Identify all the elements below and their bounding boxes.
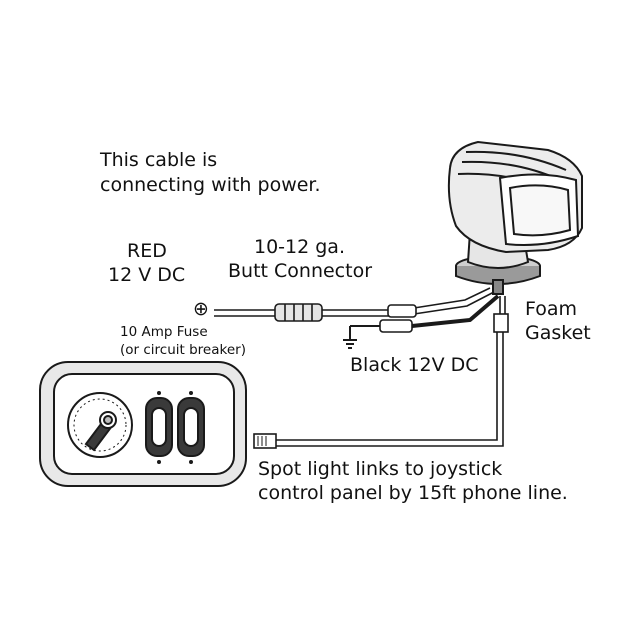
red-label-line-2: 12 V DC bbox=[108, 264, 186, 286]
cable-note-line-2: connecting with power. bbox=[100, 174, 321, 196]
spotlight-connector bbox=[492, 279, 504, 295]
phone-jack-top bbox=[493, 313, 509, 333]
red-label-line-1: RED bbox=[127, 240, 167, 262]
fuse-label-line-2: (or circuit breaker) bbox=[120, 342, 246, 358]
foam-label-line-2: Gasket bbox=[525, 322, 591, 344]
gauge-label-line-1: 10-12 ga. bbox=[254, 236, 345, 258]
joystick-control-panel bbox=[39, 361, 247, 487]
black-wire bbox=[349, 294, 500, 340]
spotlight bbox=[447, 140, 583, 295]
spotlight-rib bbox=[465, 150, 567, 171]
phone-line-note-2: control panel by 15ft phone line. bbox=[258, 482, 568, 504]
butt-connector-black bbox=[379, 319, 413, 333]
positive-terminal-icon: ⊕ bbox=[193, 298, 209, 320]
fuse-label-line-1: 10 Amp Fuse bbox=[120, 324, 208, 340]
inline-fuse bbox=[274, 303, 323, 322]
black-wire-label: Black 12V DC bbox=[350, 354, 479, 376]
ground-icon bbox=[343, 339, 357, 349]
phone-jack-bottom bbox=[253, 433, 277, 449]
cable-note-line-1: This cable is bbox=[100, 149, 218, 171]
gauge-label-line-2: Butt Connector bbox=[228, 260, 373, 282]
spotlight-lens-inner bbox=[508, 184, 572, 237]
foam-label-line-1: Foam bbox=[525, 298, 578, 320]
phone-line-note-1: Spot light links to joystick bbox=[258, 458, 503, 480]
red-wire bbox=[214, 287, 495, 317]
butt-connector-red bbox=[387, 304, 417, 318]
